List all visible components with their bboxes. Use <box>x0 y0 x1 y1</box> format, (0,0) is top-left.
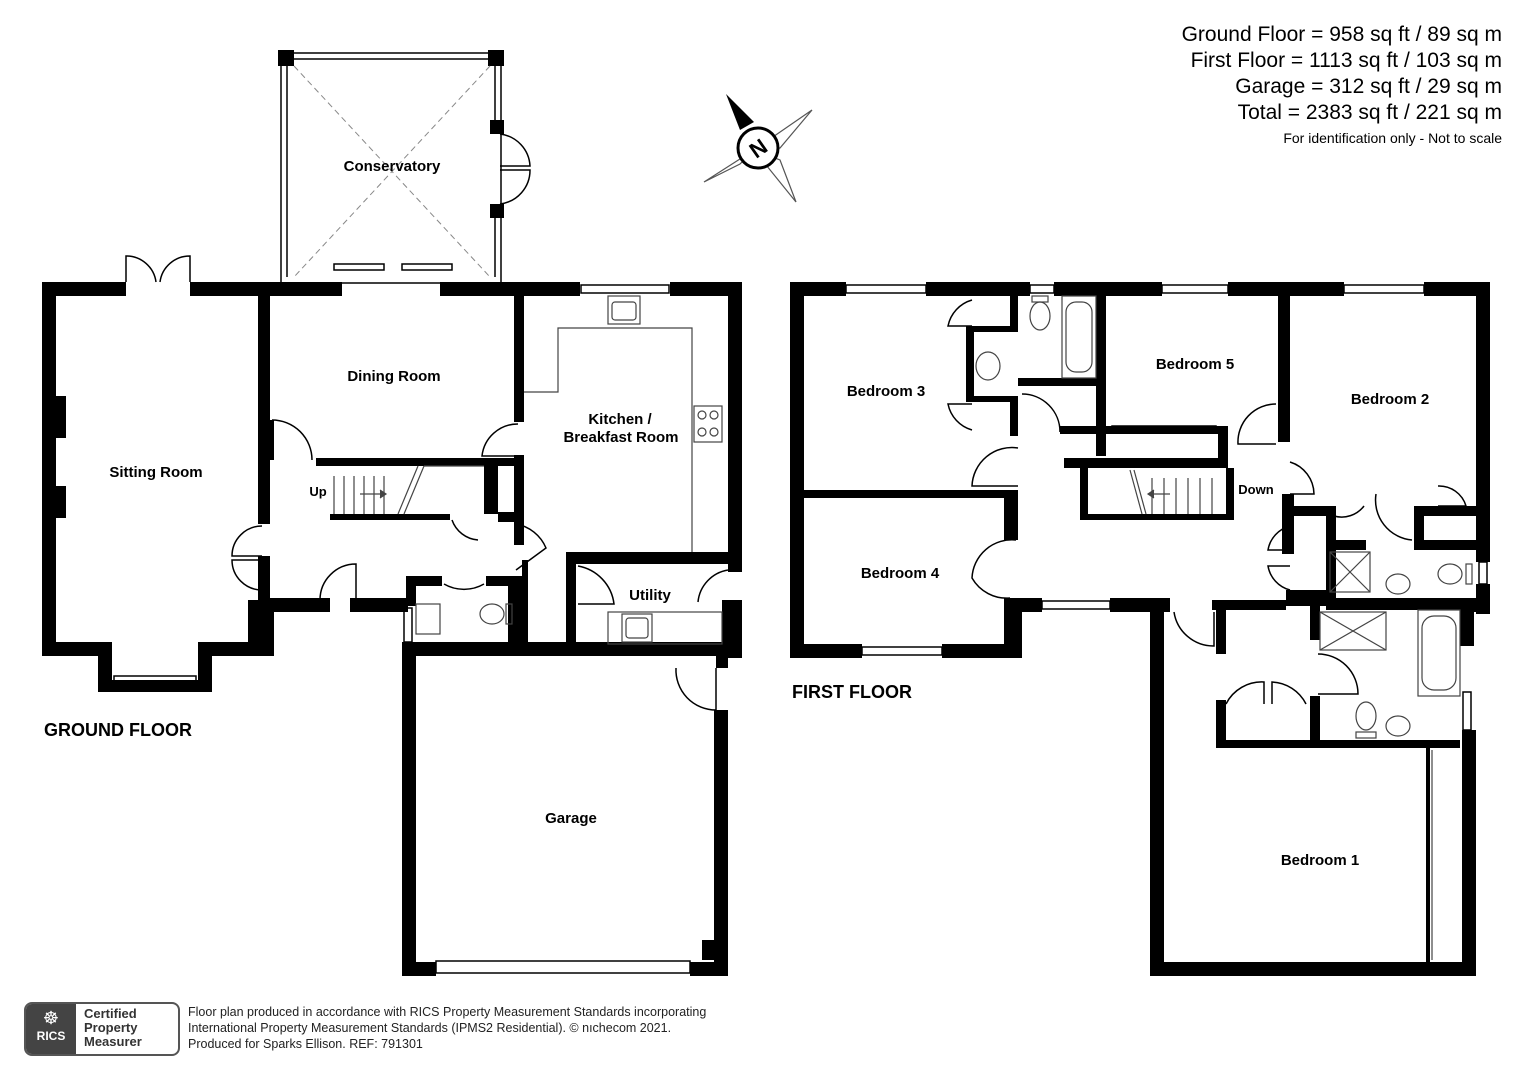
ground-floor-doors <box>125 133 729 711</box>
stairs-down-label: Down <box>1238 482 1273 497</box>
rics-emblem-icon: ☸ <box>42 1008 60 1028</box>
ground-floor-windows <box>44 52 691 974</box>
first-floor-windows <box>845 284 1488 939</box>
dining-room-label: Dining Room <box>347 368 440 385</box>
rics-line-1: Certified <box>84 1006 137 1021</box>
total-area: Total = 2383 sq ft / 221 sq m <box>1237 101 1502 124</box>
footer-line-1: Floor plan produced in accordance with R… <box>188 1005 707 1019</box>
first-floor-fixtures <box>975 295 1473 960</box>
scale-disclaimer: For identification only - Not to scale <box>1283 130 1502 146</box>
area-summary: Ground Floor = 958 sq ft / 89 sq m First… <box>1182 22 1502 146</box>
bedroom-3-label: Bedroom 3 <box>847 383 925 400</box>
garage-label: Garage <box>545 810 597 827</box>
first-floor-area: First Floor = 1113 sq ft / 103 sq m <box>1190 49 1502 72</box>
ground-stairs <box>333 465 484 515</box>
first-floor-walls <box>790 282 1490 976</box>
first-floor-title: FIRST FLOOR <box>792 682 912 702</box>
utility-label: Utility <box>629 587 671 604</box>
ground-floor-title: GROUND FLOOR <box>44 720 192 740</box>
ground-floor-fixtures <box>333 295 723 645</box>
rics-logo: ☸ RICS <box>26 1004 76 1054</box>
kitchen-label-line2: Breakfast Room <box>563 429 678 446</box>
garage-area: Garage = 312 sq ft / 29 sq m <box>1235 75 1502 98</box>
footer-line-3: Produced for Sparks Ellison. REF: 791301 <box>188 1037 423 1051</box>
bedroom-2-label: Bedroom 2 <box>1351 391 1429 408</box>
footer-line-2: International Property Measurement Stand… <box>188 1021 672 1035</box>
first-floor-doors <box>947 299 1468 705</box>
rics-short-name: RICS <box>36 1029 66 1043</box>
ground-floor-area: Ground Floor = 958 sq ft / 89 sq m <box>1181 23 1502 46</box>
bedroom-1-label: Bedroom 1 <box>1281 852 1359 869</box>
rics-line-2: Property <box>84 1020 138 1035</box>
rics-badge: ☸ RICS Certified Property Measurer <box>24 1002 180 1056</box>
rics-certification: Certified Property Measurer <box>84 1007 142 1049</box>
kitchen-label-line1: Kitchen / <box>588 411 652 428</box>
footer-disclaimer: Floor plan produced in accordance with R… <box>188 1004 706 1052</box>
bedroom-4-label: Bedroom 4 <box>861 565 940 582</box>
sitting-room-label: Sitting Room <box>109 464 202 481</box>
north-compass: N <box>703 94 813 203</box>
rics-line-3: Measurer <box>84 1034 142 1049</box>
conservatory-label: Conservatory <box>344 158 441 175</box>
bedroom-5-label: Bedroom 5 <box>1156 356 1234 373</box>
stairs-up-label: Up <box>309 484 326 499</box>
ground-floor-walls <box>42 50 742 976</box>
